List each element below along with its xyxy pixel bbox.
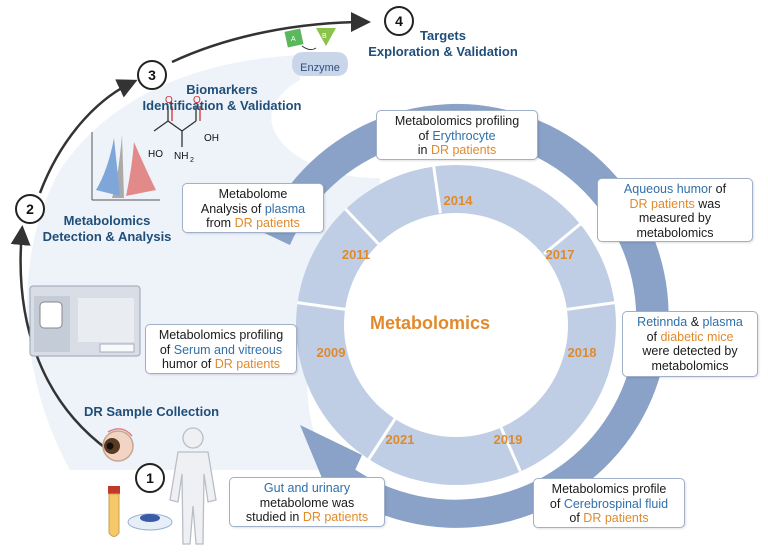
year-2019: 2019 bbox=[493, 432, 523, 447]
year-2011: 2011 bbox=[341, 247, 371, 262]
molecule-nh-sub: 2 bbox=[190, 157, 194, 164]
center-title: Metabolomics bbox=[369, 313, 491, 333]
step-3-marker: 3 bbox=[137, 60, 167, 90]
molecule-nh: NH bbox=[174, 151, 188, 162]
molecule-oh: OH bbox=[204, 133, 219, 144]
cycle-arrowhead bbox=[300, 425, 362, 512]
eye-icon bbox=[102, 428, 134, 462]
stage-1-label: DR Sample Collection bbox=[84, 404, 220, 419]
year-2021: 2021 bbox=[385, 432, 415, 447]
box-2021: Gut and urinary metabolome was studied i… bbox=[229, 477, 385, 527]
wheel-center bbox=[344, 213, 568, 437]
step-4-marker: 4 bbox=[384, 6, 414, 36]
wheel-dividers bbox=[297, 166, 616, 472]
box-2019: Metabolomics profile of Cerebrospinal fl… bbox=[533, 478, 685, 528]
year-2018: 2018 bbox=[567, 345, 597, 360]
step-2-marker: 2 bbox=[15, 194, 45, 224]
year-2009: 2009 bbox=[316, 345, 346, 360]
step-1-marker: 1 bbox=[135, 463, 165, 493]
petri-dish-icon bbox=[127, 513, 173, 531]
blood-tube-icon bbox=[108, 486, 120, 537]
year-2014: 2014 bbox=[443, 193, 473, 208]
enzyme-piece-b: B bbox=[322, 33, 327, 40]
enzyme-label: Enzyme bbox=[300, 62, 340, 74]
year-2017: 2017 bbox=[545, 247, 575, 262]
molecule-oxygen-1: O bbox=[165, 95, 173, 106]
arrow-stage3-to-4 bbox=[171, 12, 371, 64]
enzyme-icon bbox=[284, 28, 348, 76]
box-2011: Metabolome Analysis of plasma from DR pa… bbox=[182, 183, 324, 233]
box-2014: Metabolomics profiling of Erythrocyte in… bbox=[376, 110, 538, 160]
molecule-oxygen-2: O bbox=[193, 95, 201, 106]
molecule-ho: HO bbox=[148, 149, 163, 160]
human-body-icon bbox=[169, 427, 217, 545]
arrow-stage2-to-3 bbox=[38, 79, 138, 194]
mass-spectrometer-icon bbox=[29, 285, 141, 357]
box-2009: Metabolomics profiling of Serum and vitr… bbox=[145, 324, 297, 374]
box-2017: Aqueous humor of DR patients was measure… bbox=[597, 178, 753, 242]
enzyme-piece-a: A bbox=[291, 36, 296, 43]
molecule-structure bbox=[153, 106, 201, 147]
volcano-plot-icon bbox=[91, 132, 160, 201]
box-2018: Retinnda & plasma of diabetic mice were … bbox=[622, 311, 758, 377]
